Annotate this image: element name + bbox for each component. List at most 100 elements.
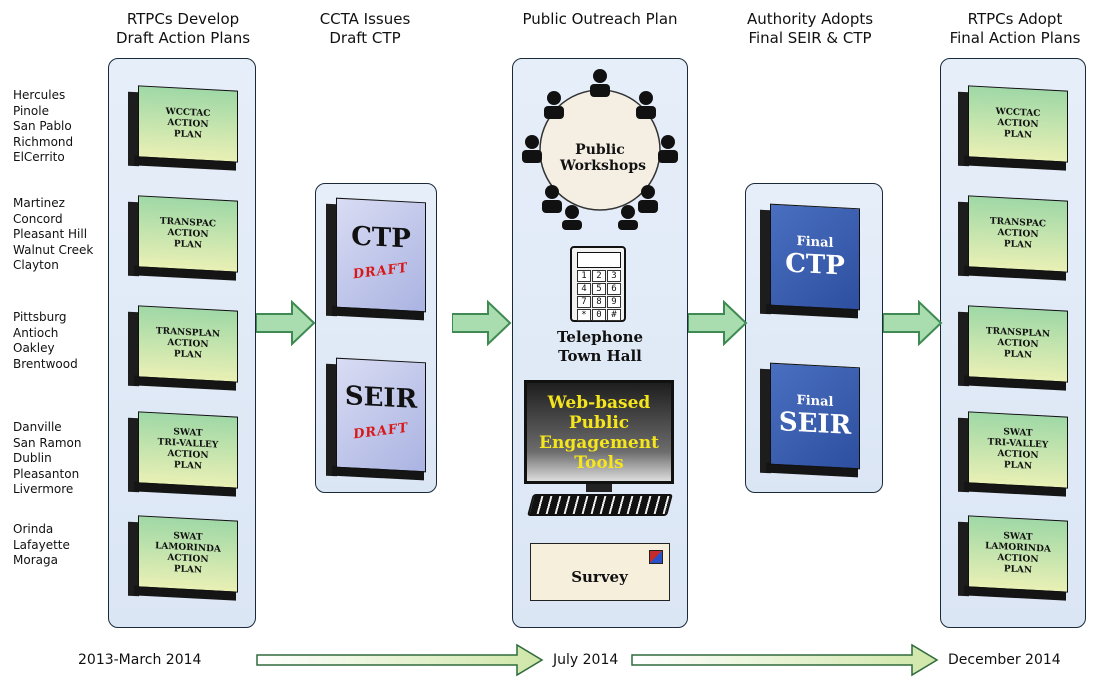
telephone-keypad-icon: 1 2 3 4 5 6 7 8 9 * 0 # [570,246,626,322]
plan-line: PLAN [173,460,203,472]
person-icon [522,69,678,230]
timeline-start-label: 2013-March 2014 [78,652,202,668]
plan-line: ACTION [167,117,209,130]
label-line: Web-based [547,393,651,413]
city-name: Dublin [13,451,52,465]
header-rtpc-adopt: RTPCs Adopt Final Action Plans [935,10,1095,48]
timeline-arrow-1 [256,643,544,677]
header-line: Authority Adopts [746,10,874,28]
city-name: Walnut Creek [13,242,94,257]
city-name: Moraga [13,553,58,567]
key: * [577,309,591,321]
key: 3 [607,270,621,282]
keypad-grid: 1 2 3 4 5 6 7 8 9 * 0 # [577,270,621,321]
city-name: Clayton [13,258,59,272]
town-hall-label: Telephone Town Hall [530,328,670,366]
monitor-stand [586,484,612,492]
header-line: Draft CTP [329,29,401,47]
key: 5 [592,283,606,295]
book-title: CTP [785,247,845,282]
key: 6 [607,283,621,295]
city-name: Richmond [13,134,74,149]
label-line: Town Hall [558,347,642,365]
plan-line: ACTION [997,117,1039,130]
header-line: RTPCs Adopt [967,10,1063,28]
city-name: Brentwood [13,356,78,371]
workshops-illustration [522,69,678,230]
book-title: CTP [351,221,411,255]
flow-arrow-2 [452,300,512,346]
key: 4 [577,283,591,295]
book-title: SEIR [778,406,852,441]
city-group-trivalley: Danville San Ramon Dublin Pleasanton Liv… [13,420,81,498]
city-name: Pleasant Hill [13,227,88,241]
header-line: RTPCs Develop [126,10,240,28]
key: 0 [592,309,606,321]
city-name: Pleasanton [13,466,80,481]
label-line: Engagement [539,433,659,453]
keyboard-icon [527,494,673,516]
city-name: Concord [13,211,63,226]
stamp-icon [649,550,663,564]
key: 8 [592,296,606,308]
timeline-arrow-2 [631,643,939,677]
workshops-label: Public Workshops [560,142,647,174]
header-rtpc-develop: RTPCs Develop Draft Action Plans [108,10,258,48]
city-name: ElCerrito [13,150,65,164]
label-line: Telephone [556,328,644,346]
header-line: Final Action Plans [949,29,1081,47]
header-line: Draft Action Plans [115,29,251,47]
web-tools-label: Web-based Public Engagement Tools [527,393,671,473]
plan-line: PLAN [1003,460,1033,472]
key: 1 [577,270,591,282]
plan-line: PLAN [173,348,203,361]
label-line: Tools [574,453,624,473]
header-public-outreach: Public Outreach Plan [500,10,700,29]
header-line: Public Outreach Plan [522,10,678,28]
city-name: Orinda [13,522,54,536]
city-group-central: Martinez Concord Pleasant Hill Walnut Cr… [13,196,93,274]
plan-line: PLAN [1003,564,1033,576]
city-name: Lafayette [13,537,70,552]
monitor-icon: Web-based Public Engagement Tools [524,380,674,484]
flow-arrow-3 [688,300,748,346]
city-name: Martinez [13,196,65,210]
label-line: Public [568,413,630,433]
city-name: Antioch [13,325,59,340]
city-name: Livermore [13,482,74,496]
plan-line: PLAN [173,564,203,576]
header-ccta-issues: CCTA Issues Draft CTP [300,10,430,48]
city-group-east: Pittsburg Antioch Oakley Brentwood [13,310,78,372]
key: # [607,309,621,321]
key: 9 [607,296,621,308]
key: 2 [592,270,606,282]
header-line: CCTA Issues [319,10,411,28]
timeline-end-label: December 2014 [948,652,1061,668]
timeline-mid-label: July 2014 [553,652,619,668]
city-name: Danville [13,420,62,434]
city-name: Oakley [13,341,55,355]
flow-arrow-4 [883,300,943,346]
